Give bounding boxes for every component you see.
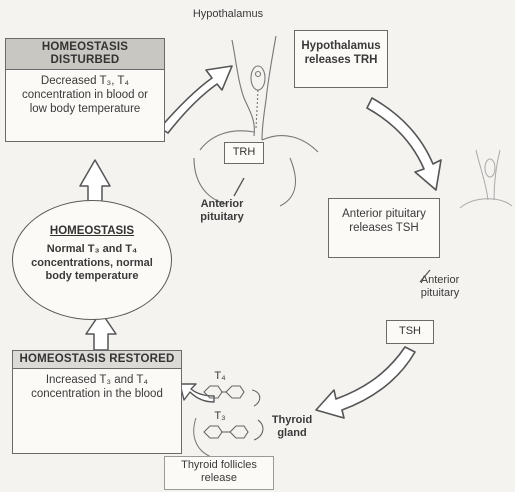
homeostasis-restored-box: HOMEOSTASIS RESTORED Increased T₃ and T₄… — [12, 350, 182, 454]
side-pituitary-sketch — [459, 149, 513, 209]
homeostasis-circle: HOMEOSTASIS Normal T₃ and T₄ concentrati… — [12, 200, 172, 320]
homeostasis-disturbed-text: Decreased T₃, T₄ concentration in blood … — [22, 75, 148, 115]
hormone-molecules-sketch — [203, 385, 264, 441]
pituitary-releases-text: Anterior pituitary releases TSH — [342, 208, 426, 234]
arrow-thyroid-to-restored — [179, 383, 215, 403]
thyroid-follicles-box: Thyroid follicles release — [164, 456, 274, 490]
trh-pointer-line — [233, 177, 245, 197]
thyroid-gland-label: Thyroid gland — [271, 414, 313, 439]
hypothalamus-pituitary-sketch — [193, 35, 319, 207]
arrow-tsh-to-thyroid — [315, 346, 416, 419]
homeostasis-circle-title: HOMEOSTASIS — [49, 225, 135, 237]
trh-tag: TRH — [224, 142, 264, 164]
homeostasis-restored-header: HOMEOSTASIS RESTORED — [13, 351, 181, 369]
t3-label: T₃ — [214, 410, 226, 422]
hypothalamus-releases-text: Hypothalamus releases TRH — [301, 40, 381, 66]
homeostasis-disturbed-header: HOMEOSTASIS DISTURBED — [6, 39, 164, 70]
pituitary-releases-box: Anterior pituitary releases TSH — [328, 198, 440, 258]
anterior-pituitary-pointer — [419, 269, 431, 283]
arrow-disturbed-to-hypothalamus — [159, 65, 233, 134]
hypothalamus-releases-box: Hypothalamus releases TRH — [294, 30, 388, 88]
hypothalamus-label: Hypothalamus — [192, 8, 264, 20]
anterior-pituitary-label-right: Anterior pituitary — [420, 274, 460, 299]
tsh-tag: TSH — [386, 320, 434, 344]
homeostasis-disturbed-box: HOMEOSTASIS DISTURBED Decreased T₃, T₄ c… — [5, 38, 165, 142]
t4-label: T₄ — [214, 370, 226, 382]
thyroid-follicles-text: Thyroid follicles release — [181, 459, 257, 484]
arrow-hypothalamus-to-pituitary — [366, 97, 442, 191]
anterior-pituitary-label-left: Anterior pituitary — [200, 198, 244, 223]
homeostasis-restored-text: Increased T₃ and T₄ concentration in the… — [31, 374, 163, 400]
homeostasis-circle-text: Normal T₃ and T₄ concentrations, normal … — [31, 243, 153, 282]
arrow-restored-to-circle — [85, 311, 117, 351]
